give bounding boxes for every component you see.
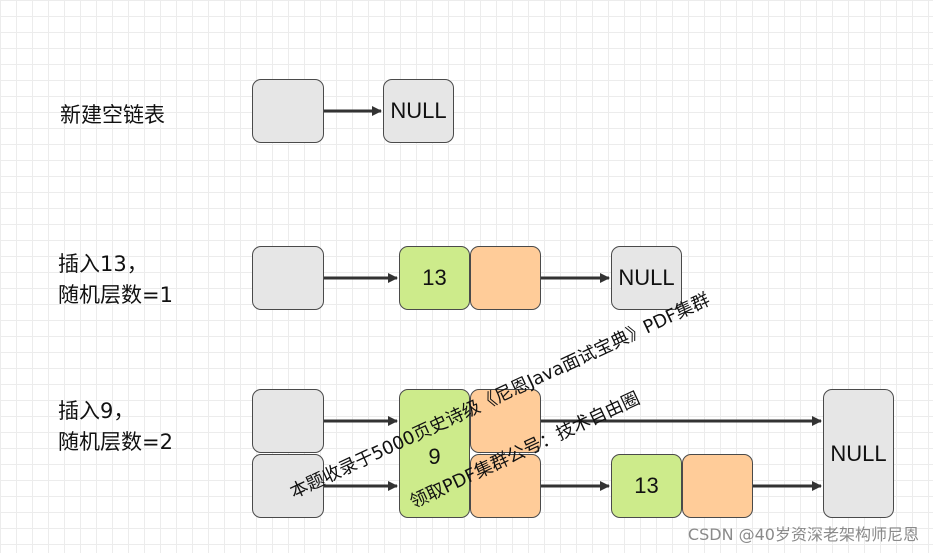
row2-label-line1: 插入13， xyxy=(58,252,148,276)
row3-node-9-next-level2 xyxy=(470,389,541,453)
row3-node-13-text: 13 xyxy=(634,473,659,498)
row2-null-node: NULL xyxy=(611,246,682,310)
row3-node-13-next xyxy=(682,454,753,518)
row1-label-line1: 新建空链表 xyxy=(60,103,165,127)
row1-null-text: NULL xyxy=(390,98,447,123)
row3-node-13-value: 13 xyxy=(611,454,682,518)
row3-node-9-next-level1 xyxy=(470,454,541,518)
row2-label-line2: 随机层数=1 xyxy=(58,283,173,307)
row3-node-9-text: 9 xyxy=(428,443,441,469)
row2-null-text: NULL xyxy=(618,265,675,290)
row1-label: 新建空链表 xyxy=(60,100,165,131)
row2-node-13-value: 13 xyxy=(399,246,470,310)
row2-head-node xyxy=(252,246,324,310)
row1-head-node xyxy=(252,79,324,143)
row3-head-node-level1 xyxy=(252,454,324,518)
row3-head-node-level2 xyxy=(252,389,324,453)
row3-null-node: NULL xyxy=(823,389,894,518)
csdn-credit: CSDN @40岁资深老架构师尼恩 xyxy=(687,525,919,544)
row3-node-9-value: 9 xyxy=(399,389,470,518)
row2-node-13-next xyxy=(470,246,541,310)
row3-label-line2: 随机层数=2 xyxy=(58,430,173,454)
row3-null-text: NULL xyxy=(830,440,887,466)
row3-label: 插入9， 随机层数=2 xyxy=(58,396,173,458)
row1-null-node: NULL xyxy=(383,79,454,143)
row2-node-13-text: 13 xyxy=(422,265,447,290)
row2-label: 插入13， 随机层数=1 xyxy=(58,249,173,311)
row3-label-line1: 插入9， xyxy=(58,399,135,423)
